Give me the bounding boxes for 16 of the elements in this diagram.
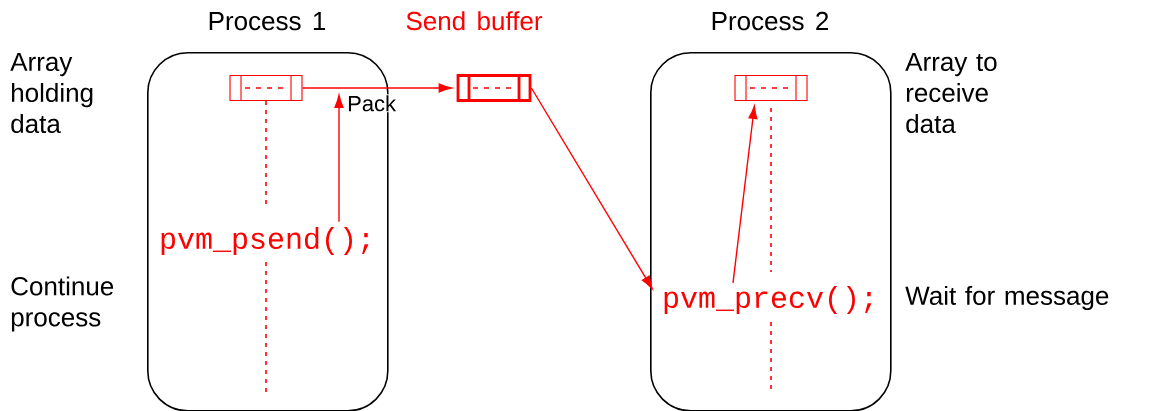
process-title: Process 2 bbox=[712, 11, 829, 31]
arrow bbox=[530, 87, 653, 290]
arrow bbox=[334, 94, 344, 223]
buffer-title: Send buffer bbox=[406, 11, 543, 31]
edge-label: Pack bbox=[346, 94, 398, 113]
array-box bbox=[734, 74, 808, 102]
side-note: Array holding data bbox=[10, 52, 93, 134]
array-box bbox=[229, 74, 303, 102]
arrow bbox=[301, 83, 452, 93]
side-note: Wait for message bbox=[905, 285, 1109, 311]
side-note: Array to receive data bbox=[905, 52, 997, 134]
process-title: Process 1 bbox=[209, 12, 326, 31]
code-call: pvm_precv(); bbox=[664, 286, 872, 314]
code-call: pvm_psend(); bbox=[161, 227, 369, 255]
arrow bbox=[732, 105, 758, 284]
side-note: Continue process bbox=[11, 276, 114, 332]
